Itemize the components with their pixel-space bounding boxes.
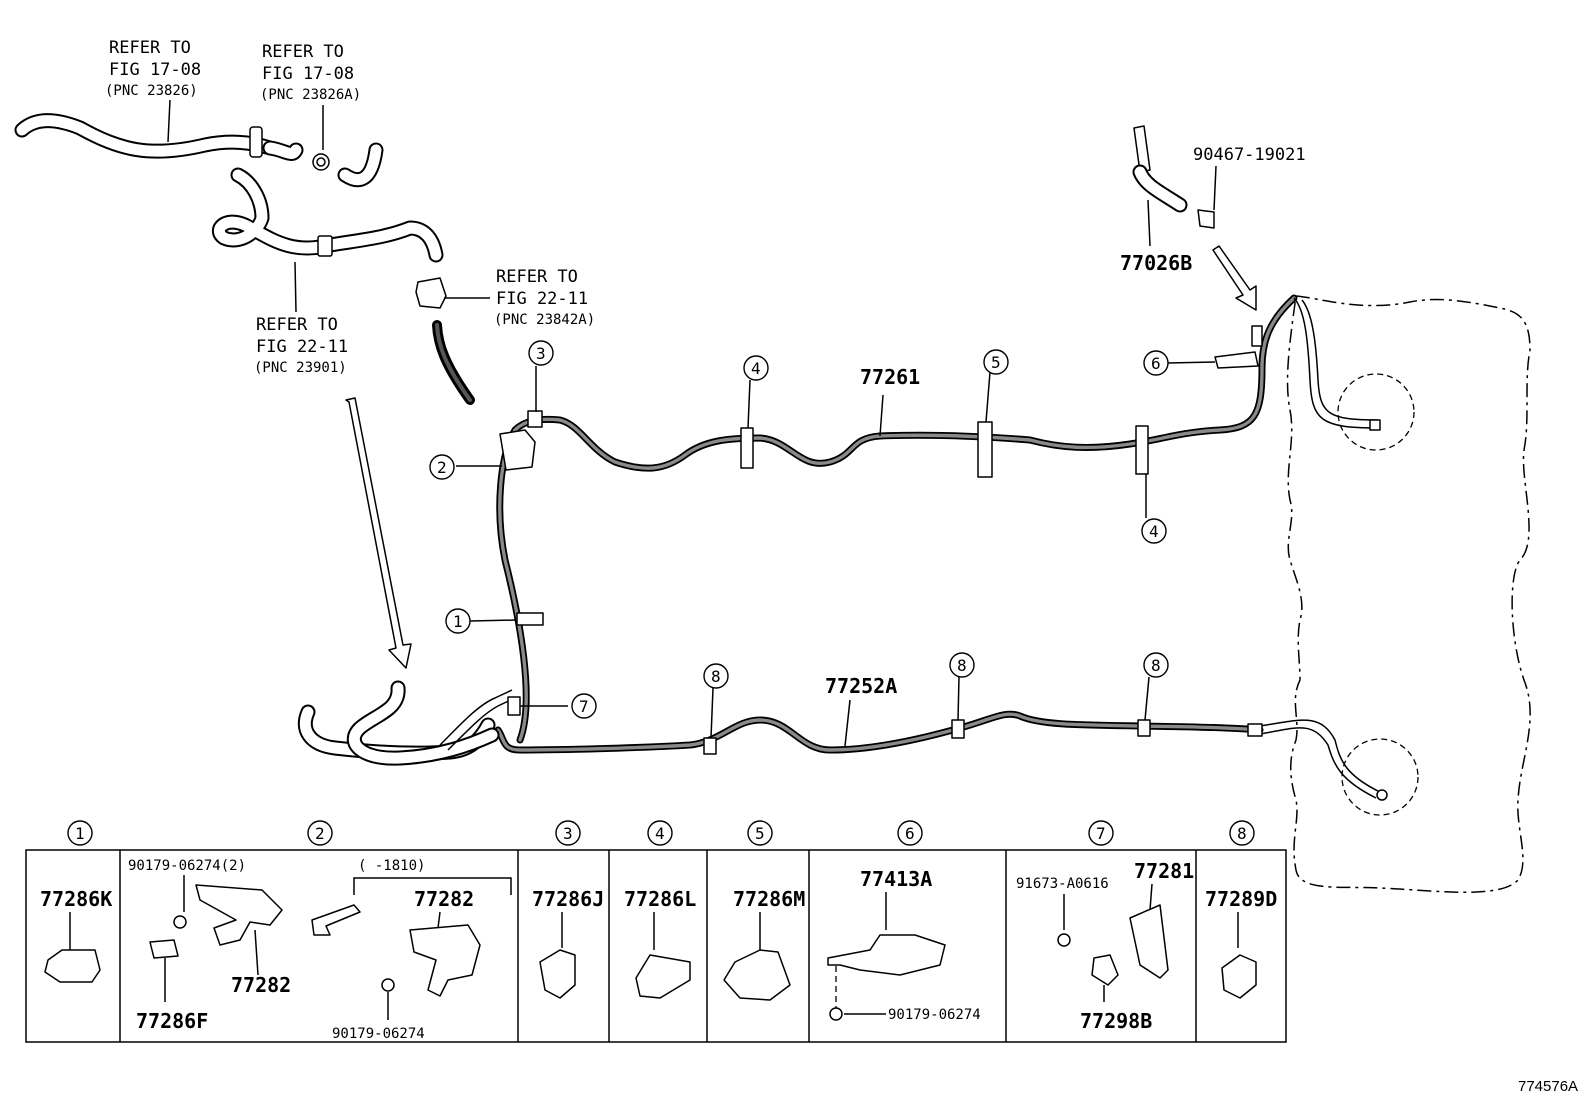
panel2-date-range: ( -1810) (358, 858, 425, 874)
clip-77289d-icon (1221, 954, 1257, 999)
clamp-77298b-icon (1091, 954, 1119, 986)
bolt-icon (173, 915, 187, 929)
bracket-77281-icon (1129, 904, 1169, 979)
fuel-tube-77252a (494, 710, 1388, 801)
filler-hose-group (297, 680, 516, 766)
arrow-icon (311, 904, 361, 936)
bolt-icon-2 (381, 978, 395, 992)
callout-4a: 4 (751, 359, 761, 378)
fuel-tank-outline (1286, 295, 1531, 894)
clamp-77286k-icon (44, 949, 101, 983)
callout-circles: 3 2 1 4 5 6 4 7 8 8 8 (429, 340, 1169, 719)
clip-77286j-icon (539, 949, 576, 999)
callout-7: 7 (579, 697, 589, 716)
code-77026b: 77026B (1120, 251, 1192, 275)
panel6-part: 77413A (860, 867, 932, 891)
ref4-line2: FIG 22-11 (496, 289, 588, 309)
ref4-line1: REFER TO (496, 267, 578, 287)
clamp-77286f-icon (149, 939, 179, 959)
panel7-bolt: 91673-A0616 (1016, 876, 1109, 892)
ref1-line1: REFER TO (109, 38, 191, 58)
direction-arrow-right (1212, 245, 1257, 311)
figure-id: 774576A (1518, 1078, 1578, 1095)
callout-8c: 8 (1151, 656, 1161, 675)
tube-clips (499, 325, 1263, 755)
clamp-77413a-icon (827, 934, 946, 976)
ref2-line3: (PNC 23826A) (260, 87, 361, 103)
callout-leaders (456, 361, 1216, 747)
ref1-line2: FIG 17-08 (109, 60, 201, 80)
panel7-num: 7 (1096, 824, 1106, 843)
panel3-part: 77286J (532, 887, 604, 911)
bolt-icon-3 (829, 1007, 843, 1021)
panel2-clamp: 77286F (136, 1009, 208, 1033)
panel2-bolt: 90179-06274 (332, 1026, 425, 1042)
clip-77286l-icon (635, 954, 691, 999)
callout-2: 2 (437, 458, 447, 477)
panel1-num: 1 (75, 824, 85, 843)
panel2-bracket-new: 77282 (414, 887, 474, 911)
panel8-num: 8 (1237, 824, 1247, 843)
callout-4b: 4 (1149, 522, 1159, 541)
direction-arrow-left (345, 397, 412, 669)
panel-headers: 1 2 3 4 5 6 7 8 (67, 820, 1255, 846)
ref3-line2: FIG 22-11 (256, 337, 348, 357)
ref2-line2: FIG 17-08 (262, 64, 354, 84)
panel1-part: 77286K (40, 887, 112, 911)
panel7-clamp: 77298B (1080, 1009, 1152, 1033)
callout-8b: 8 (957, 656, 967, 675)
code-77252a: 77252A (825, 674, 897, 698)
hose-77026b (1132, 125, 1215, 229)
ref3-line1: REFER TO (256, 315, 338, 335)
panel4-num: 4 (655, 824, 665, 843)
code-77261: 77261 (860, 365, 920, 389)
panel5-num: 5 (755, 824, 765, 843)
panel6-num: 6 (905, 824, 915, 843)
ref4-line3: (PNC 23842A) (494, 312, 595, 328)
bracket-77282-new-icon (409, 924, 481, 997)
panel2-bolt-qty: 90179-06274(2) (128, 858, 246, 874)
upper-hose-assembly (14, 113, 475, 405)
ref3-line3: (PNC 23901) (254, 360, 347, 376)
callout-8a: 8 (711, 667, 721, 686)
callout-1: 1 (453, 612, 463, 631)
panel8-part: 77289D (1205, 887, 1277, 911)
panel7-bracket: 77281 (1134, 859, 1194, 883)
panel6-bolt: 90179-06274 (888, 1007, 981, 1023)
callout-6: 6 (1151, 354, 1161, 373)
callout-5: 5 (991, 353, 1001, 372)
bolt-icon-4 (1057, 933, 1071, 947)
panel4-part: 77286L (624, 887, 696, 911)
panel3-num: 3 (563, 824, 573, 843)
ref1-line3: (PNC 23826) (105, 83, 198, 99)
ref2-line1: REFER TO (262, 42, 344, 62)
callout-3: 3 (536, 344, 546, 363)
code-90467-19021: 90467-19021 (1193, 145, 1306, 165)
bracket-77282-icon (195, 884, 283, 946)
panel5-part: 77286M (733, 887, 805, 911)
clip-77286m-icon (723, 949, 791, 1001)
detail-panels (25, 849, 1287, 1043)
panel2-num: 2 (315, 824, 325, 843)
panel2-bracket-old: 77282 (231, 973, 291, 997)
